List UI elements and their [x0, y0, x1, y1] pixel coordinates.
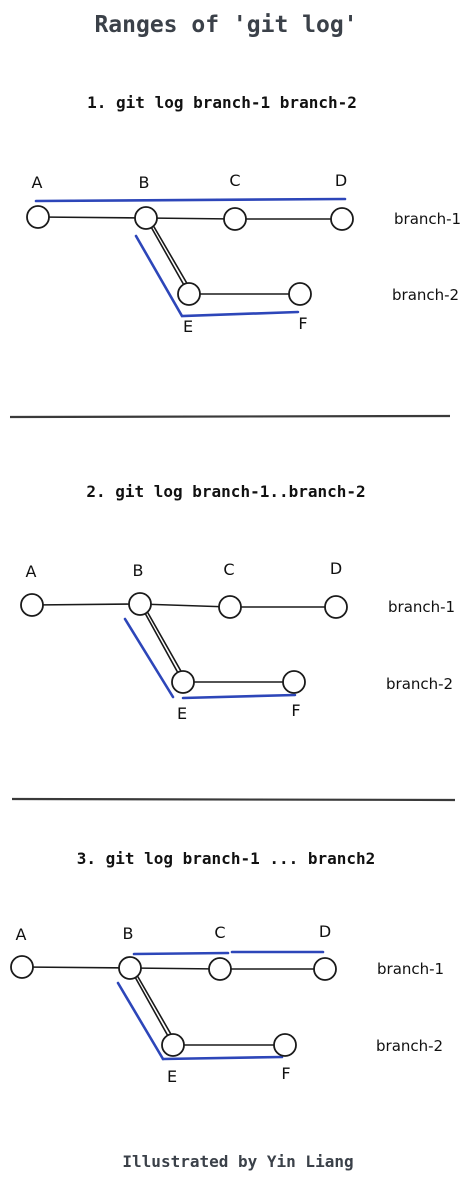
edge-b-e [139, 603, 184, 683]
highlight-e [116, 981, 165, 1061]
page-title: Ranges of 'git log' [94, 12, 357, 38]
edge-b-c [139, 603, 231, 608]
node-a [26, 205, 50, 229]
node-e [177, 282, 201, 306]
node-c [223, 207, 247, 231]
edge-a-b [31, 603, 141, 606]
node-a [20, 593, 44, 617]
node-label-b: B [123, 924, 134, 943]
node-b [134, 206, 158, 230]
node-f [282, 670, 306, 694]
node-label-d: D [319, 922, 331, 941]
node-d [313, 957, 337, 981]
node-label-f: F [298, 314, 307, 333]
node-f [288, 282, 312, 306]
branch-label-2: branch-2 [392, 286, 459, 304]
node-label-e: E [183, 317, 193, 336]
highlight-branch-1 [34, 197, 347, 203]
branch-label-1: branch-1 [394, 210, 461, 228]
node-label-e: E [167, 1067, 177, 1086]
section-2: 2. git log branch-1..branch-2 A B C D E … [20, 482, 455, 723]
section-3: 3. git log branch-1 ... branch2 A B C D … [10, 849, 444, 1086]
node-c [208, 957, 232, 981]
node-label-d: D [330, 559, 342, 578]
highlight-f [161, 1055, 284, 1061]
section-1: 1. git log branch-1 branch-2 A B C D E F… [26, 93, 461, 336]
node-e [161, 1033, 185, 1057]
edge-b-e-double [149, 219, 193, 293]
node-label-a: A [16, 925, 27, 944]
highlight-e [123, 617, 175, 699]
footer-credit: Illustrated by Yin Liang [122, 1152, 353, 1171]
node-d [324, 595, 348, 619]
node-b [128, 592, 152, 616]
node-label-f: F [291, 701, 300, 720]
section-1-heading: 1. git log branch-1 branch-2 [87, 93, 357, 112]
node-d [330, 207, 354, 231]
highlight-f [181, 693, 297, 700]
node-label-e: E [177, 704, 187, 723]
edge-b-e-double [143, 605, 187, 681]
node-c [218, 595, 242, 619]
highlight-c [132, 951, 230, 956]
edge-a-b [21, 966, 131, 969]
highlight-branch-2 [134, 234, 300, 318]
node-label-b: B [139, 173, 150, 192]
edge-b-e-double [133, 969, 177, 1044]
section-3-heading: 3. git log branch-1 ... branch2 [77, 849, 376, 868]
branch-label-1: branch-1 [388, 598, 455, 616]
node-label-b: B [133, 561, 144, 580]
branch-label-2: branch-2 [386, 675, 453, 693]
divider-2 [11, 797, 456, 802]
edge-b-e [145, 217, 190, 295]
node-label-d: D [335, 171, 347, 190]
node-label-c: C [223, 560, 234, 579]
node-a [10, 955, 34, 979]
branch-label-1: branch-1 [377, 960, 444, 978]
edge-b-e [129, 967, 174, 1046]
node-label-a: A [32, 173, 43, 192]
edge-a-b [37, 216, 147, 219]
node-label-c: C [214, 923, 225, 942]
edge-b-c [145, 217, 236, 220]
node-label-a: A [26, 562, 37, 581]
node-b [118, 956, 142, 980]
node-e [171, 670, 195, 694]
section-2-heading: 2. git log branch-1..branch-2 [86, 482, 365, 501]
edge-b-c [129, 967, 221, 970]
node-label-c: C [229, 171, 240, 190]
node-label-f: F [281, 1064, 290, 1083]
node-f [273, 1033, 297, 1057]
divider-1 [9, 414, 451, 419]
branch-label-2: branch-2 [376, 1037, 443, 1055]
